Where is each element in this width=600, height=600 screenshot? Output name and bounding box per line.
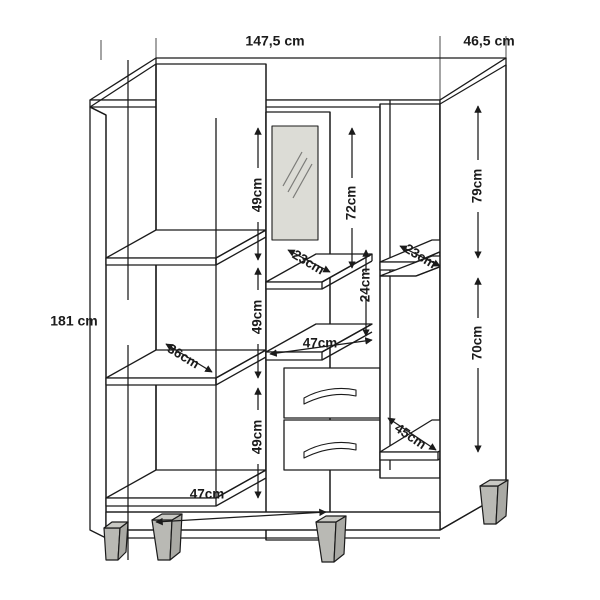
dim-middle-open-height: 24cm — [358, 268, 373, 303]
drawer-handle-icon — [303, 387, 357, 405]
top-board — [89, 57, 507, 108]
dim-left-shelf-2: 49cm — [250, 300, 265, 335]
legs — [103, 479, 509, 563]
wardrobe-body — [89, 57, 507, 541]
leg-front-right — [315, 515, 347, 563]
mirror-reflection-lines — [282, 151, 313, 199]
dimension-lines — [127, 60, 482, 560]
dim-right-lower-height: 70cm — [470, 326, 485, 361]
leg-right — [479, 479, 509, 525]
dim-middle-width: 47cm — [303, 336, 338, 351]
dim-left-shelf-3: 49cm — [250, 420, 265, 455]
extension-lines — [100, 36, 507, 100]
mirror-panel — [271, 125, 319, 241]
dim-left-shelf-1: 49cm — [250, 178, 265, 213]
leg-back-left — [103, 521, 129, 561]
dim-right-hanging-height: 79cm — [470, 169, 485, 204]
dim-overall-width: 147,5 cm — [245, 33, 304, 49]
dim-mirror-height: 72cm — [344, 186, 359, 221]
drawer-top[interactable] — [283, 367, 381, 419]
drawer-bottom[interactable] — [283, 419, 381, 471]
dim-overall-depth: 46,5 cm — [463, 33, 514, 49]
dim-overall-height: 181 cm — [50, 313, 97, 329]
dim-left-bottom-width: 47cm — [190, 487, 225, 502]
right-side-panel — [439, 64, 507, 531]
drawer-handle-icon — [303, 441, 357, 459]
